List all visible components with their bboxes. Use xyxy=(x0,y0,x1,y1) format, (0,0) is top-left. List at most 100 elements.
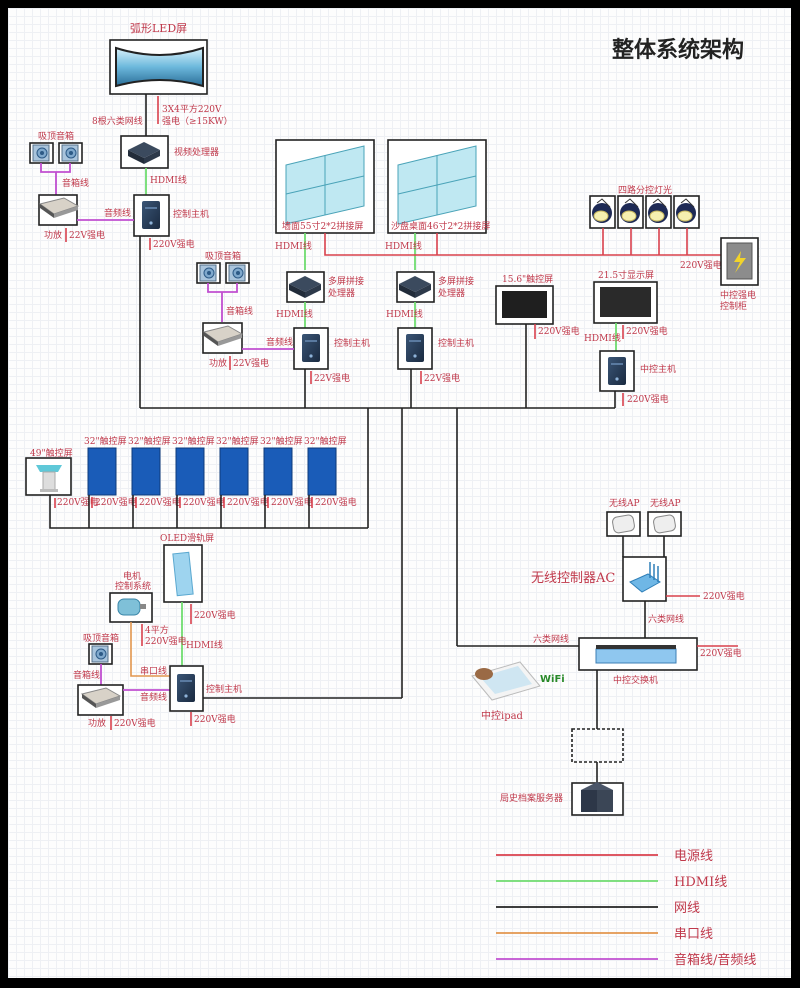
control-host-label: 控制主机 xyxy=(206,683,242,695)
power-label: 3X4平方220V xyxy=(162,103,222,115)
display-21-label: 21.5寸显示屏 xyxy=(598,269,654,281)
computer-icon xyxy=(177,674,195,702)
touch-32-label: 32"触控屏 xyxy=(172,435,215,447)
screen-icon xyxy=(502,291,547,318)
touch-32-label: 32"触控屏 xyxy=(260,435,303,447)
audio-cable-label: 音频线 xyxy=(104,207,131,219)
legend-label: 串口线 xyxy=(674,927,713,942)
architecture-diagram: 整体系统架构 弧形LED屏 8根六类网线 3X4平方220V 强电（≥15KW）… xyxy=(25,21,759,968)
table-46-node xyxy=(387,139,487,234)
touch-32-panel xyxy=(175,447,205,496)
speaker-icon xyxy=(61,144,79,162)
power-label: 220V强电 xyxy=(227,496,269,508)
switch-label: 中控交换机 xyxy=(613,674,658,686)
wall-55-node xyxy=(275,139,375,234)
touch-32-panel xyxy=(263,447,293,496)
power-label: 强电（≥15KW） xyxy=(162,115,233,127)
touch-32-label: 32"触控屏 xyxy=(216,435,259,447)
ap-icon xyxy=(612,514,635,534)
curved-led-icon xyxy=(115,46,204,88)
wireless-ac-label: 无线控制器AC xyxy=(531,571,615,586)
touch-32-panel xyxy=(219,447,249,496)
wifi-label: WiFi xyxy=(540,674,565,685)
hdmi-label: HDMI线 xyxy=(386,308,423,320)
touch-32-panel xyxy=(87,447,117,496)
touch-32-label: 32"触控屏 xyxy=(128,435,171,447)
amp-label: 功放 xyxy=(88,717,106,729)
server-icon xyxy=(581,782,613,812)
speaker-icon xyxy=(199,264,217,282)
legend-label: HDMI线 xyxy=(674,875,727,890)
power-label: 22V强电 xyxy=(424,372,460,384)
legend-label: 网线 xyxy=(674,901,700,916)
processor-label: 多屏拼接 xyxy=(328,275,364,287)
power-label: 220V强电 xyxy=(680,259,722,271)
oled-screen-icon xyxy=(172,551,194,597)
cat6-label: 六类网线 xyxy=(533,633,569,645)
wall-55-label: 墙面55寸2*2拼接屏 xyxy=(282,220,363,232)
ipad-label: 中控ipad xyxy=(481,709,524,722)
power-label: 220V强电 xyxy=(153,238,195,250)
legend-label: 音箱线/音频线 xyxy=(674,952,756,968)
touch-32-label: 32"触控屏 xyxy=(304,435,347,447)
diagram-title: 整体系统架构 xyxy=(612,37,744,63)
hdmi-label: HDMI线 xyxy=(584,332,621,344)
router-icon xyxy=(629,562,661,593)
kiosk-icon xyxy=(36,465,62,492)
audio-cable-label: 音频线 xyxy=(266,336,293,348)
touch-32-label: 32"触控屏 xyxy=(84,435,127,447)
screen-icon xyxy=(600,287,651,317)
power-label: 220V强电 xyxy=(315,496,357,508)
motor-label: 控制系统 xyxy=(115,580,151,592)
table-46-label: 沙盘桌面46寸2*2拼接屏 xyxy=(391,220,490,232)
touch-32-panel xyxy=(131,447,161,496)
power-label: 22V强电 xyxy=(69,229,105,241)
hdmi-label: HDMI线 xyxy=(276,308,313,320)
power-label: 220V强电 xyxy=(627,393,669,405)
video-processor-label: 视频处理器 xyxy=(174,146,219,158)
led-screen-label: 弧形LED屏 xyxy=(130,21,187,35)
touch-32-panel xyxy=(307,447,337,496)
speakers-label: 吸顶音箱 xyxy=(83,632,119,644)
speaker-icon xyxy=(32,144,50,162)
power-label: 22V强电 xyxy=(314,372,350,384)
ap-icon xyxy=(653,514,676,534)
power-label: 220V强电 xyxy=(703,590,745,602)
power-label: 220V强电 xyxy=(139,496,181,508)
legend-label: 电源线 xyxy=(674,849,713,864)
led-screen-node xyxy=(109,39,208,95)
power-label: 22V强电 xyxy=(233,357,269,369)
light-node xyxy=(589,195,700,229)
lights-label: 四路分控灯光 xyxy=(618,184,672,196)
motor-icon xyxy=(117,598,146,616)
touch-49-label: 49"触控屏 xyxy=(30,447,73,459)
control-host-label: 控制主机 xyxy=(334,337,370,349)
ap-label: 无线AP xyxy=(609,497,640,509)
power-label: 220V强电 xyxy=(271,496,313,508)
processor-label: 处理器 xyxy=(438,287,465,299)
touch-15-label: 15.6"触控屏 xyxy=(502,273,553,285)
speaker-icon xyxy=(91,645,109,663)
lightning-icon xyxy=(734,251,746,273)
hdmi-label: HDMI线 xyxy=(275,240,312,252)
processor-label: 处理器 xyxy=(328,287,355,299)
cabinet-label: 中控强电 xyxy=(720,289,756,301)
touch-panel-row: 32"触控屏 220V强电 32"触控屏 220V强电 32"触控屏 220V强电 32"触… xyxy=(84,435,357,528)
processor-label: 多屏拼接 xyxy=(438,275,474,287)
power-label: 220V强电 xyxy=(700,647,742,659)
central-host-label: 中控主机 xyxy=(640,363,676,375)
amp-label: 功放 xyxy=(44,229,62,241)
motor-label: 电机 xyxy=(123,570,141,582)
speakers-label: 吸顶音箱 xyxy=(38,130,74,142)
amp-label: 功放 xyxy=(209,357,227,369)
cabinet-label: 控制柜 xyxy=(720,300,747,312)
hdmi-label: HDMI线 xyxy=(150,174,187,186)
diagram-canvas: 整体系统架构 弧形LED屏 8根六类网线 3X4平方220V 强电（≥15KW）… xyxy=(8,8,791,978)
speaker-icon xyxy=(228,264,246,282)
cat6-label: 六类网线 xyxy=(648,613,684,625)
speaker-cable-label: 音箱线 xyxy=(73,669,100,681)
audio-cable-label: 音频线 xyxy=(140,691,167,703)
control-host-label: 控制主机 xyxy=(438,337,474,349)
hdmi-label: HDMI线 xyxy=(186,639,223,651)
